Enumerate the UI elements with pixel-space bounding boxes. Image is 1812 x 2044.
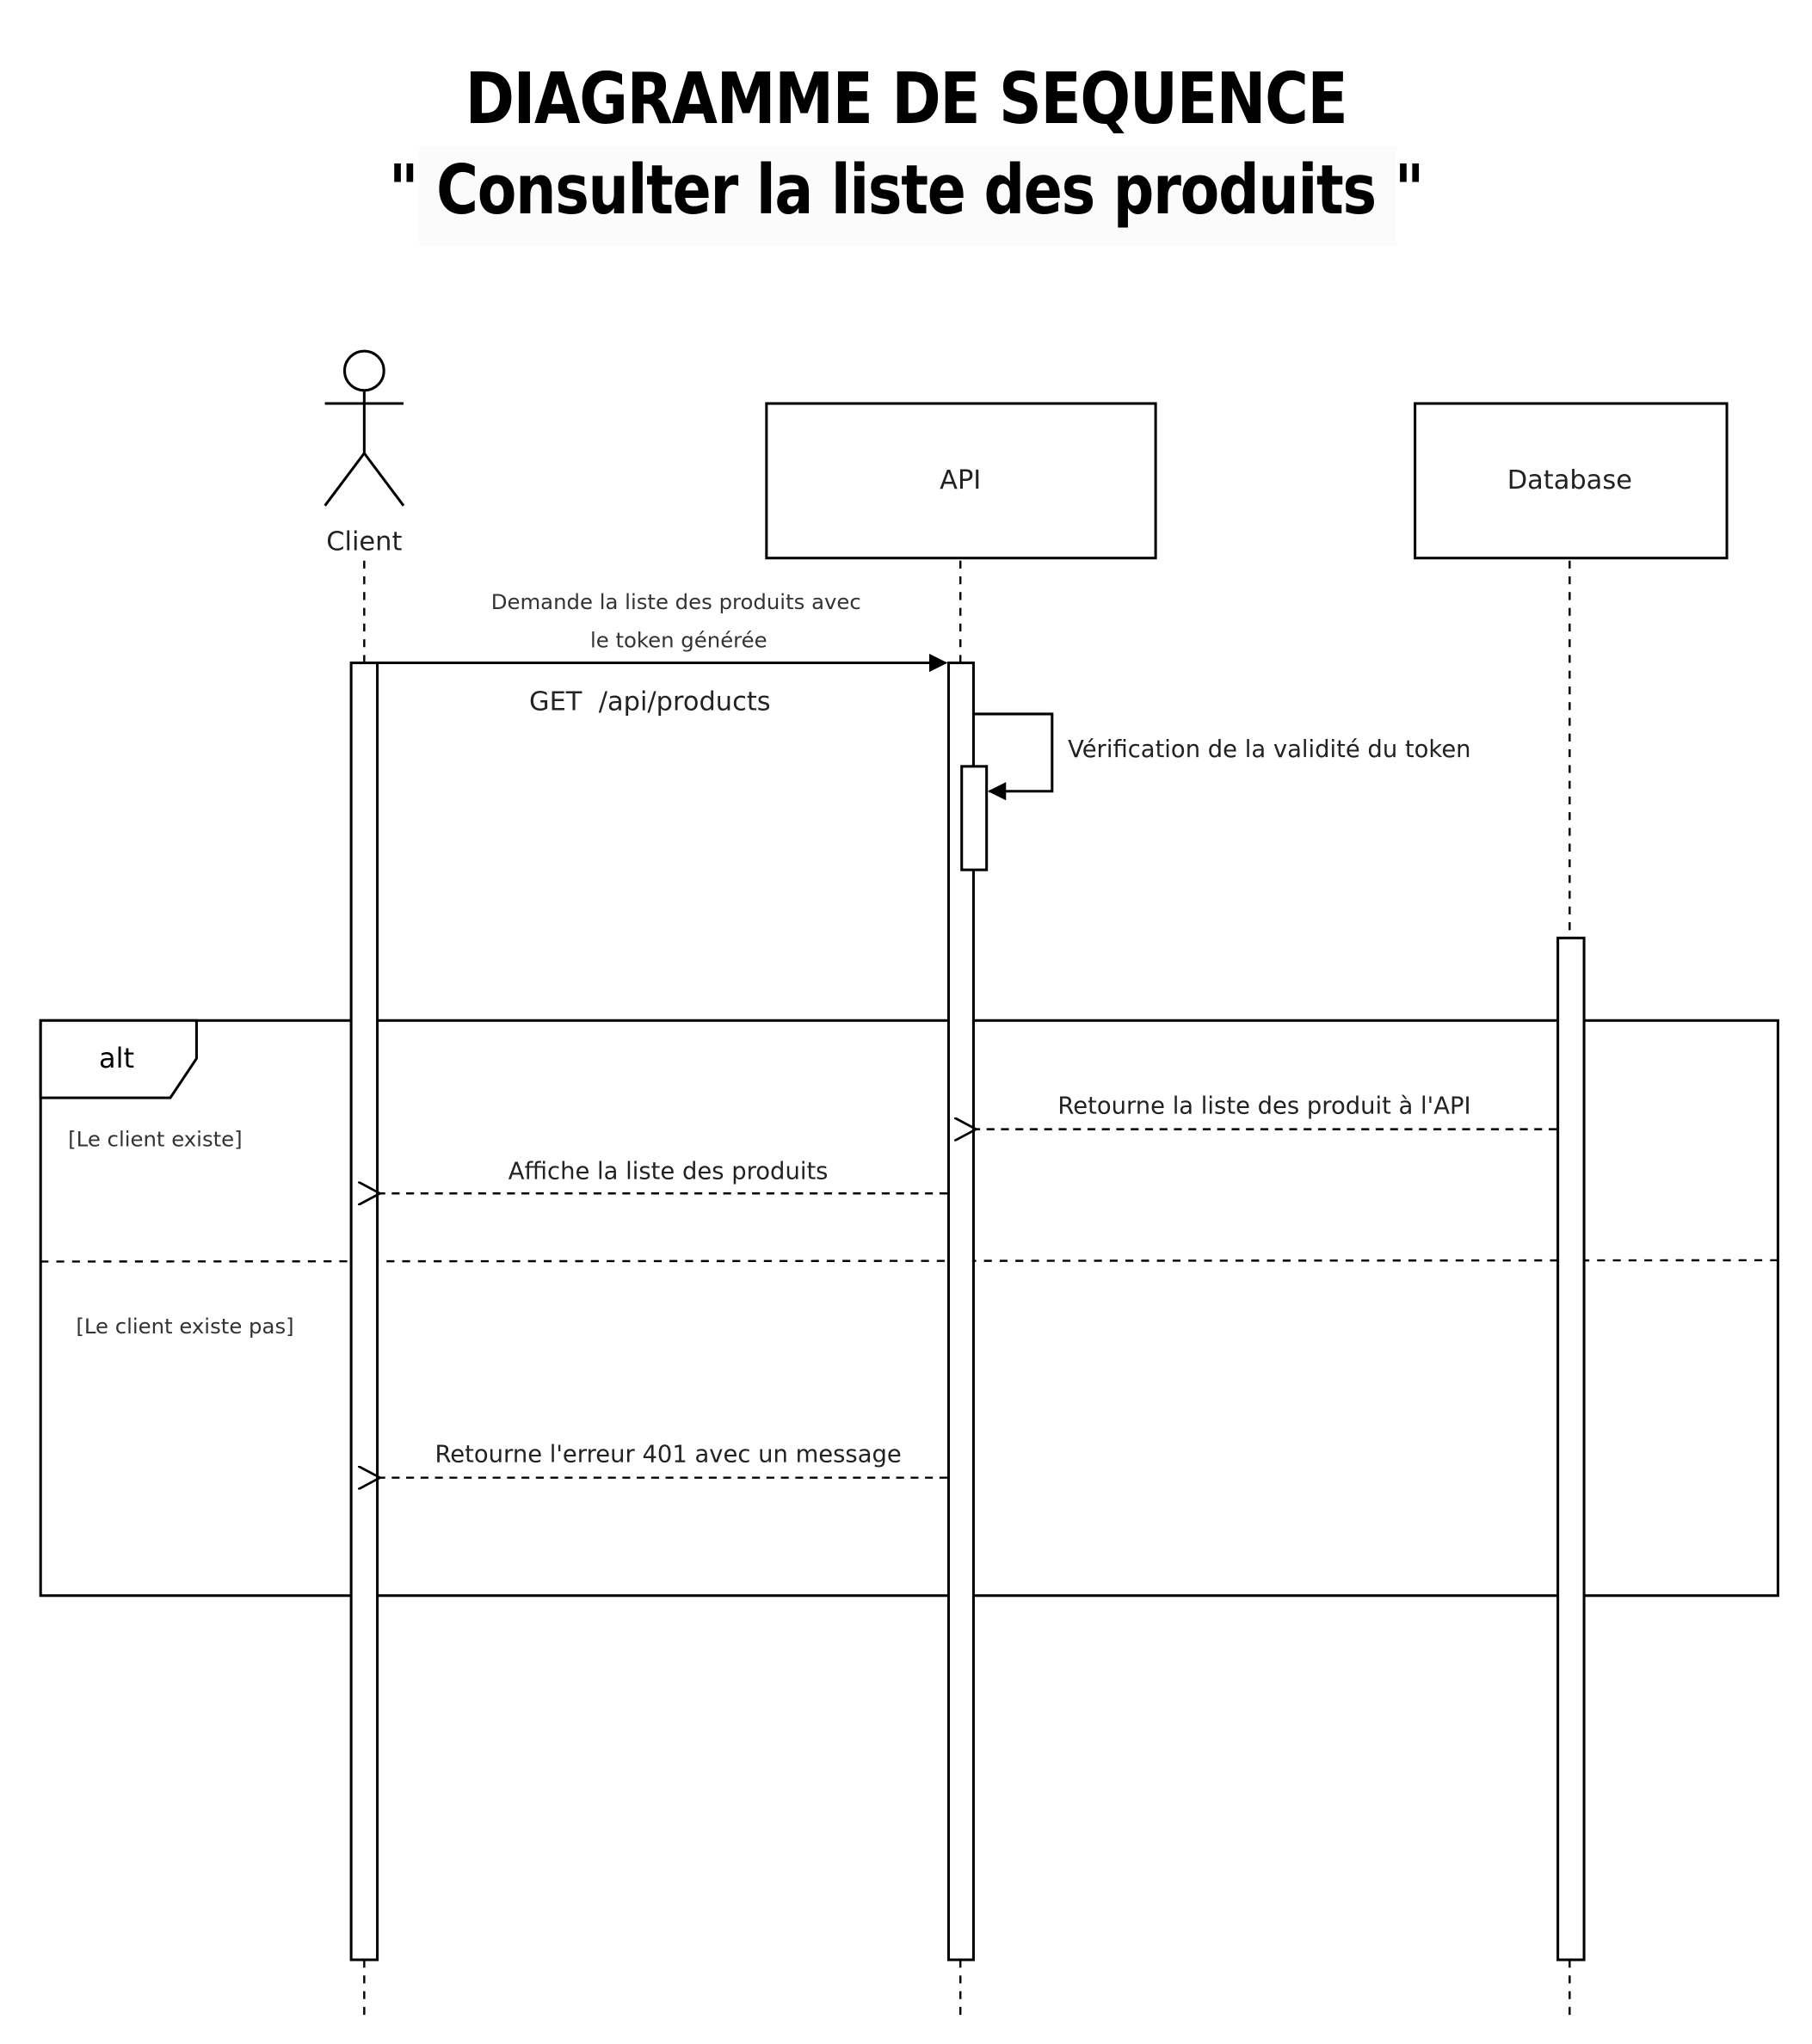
client-activation-bar — [349, 662, 379, 1961]
participant-database-box — [1414, 402, 1729, 560]
participant-api-label: API — [940, 465, 981, 496]
alt-fragment-label: alt — [99, 1042, 134, 1074]
title-highlight — [419, 146, 1397, 247]
alt-fragment-divider — [40, 1259, 1778, 1263]
display-products-message-label: Affiche la liste des produits — [508, 1159, 829, 1185]
self-check-message-label: Vérification de la validité du token — [1068, 736, 1470, 763]
self-check-message-arrow — [973, 712, 1054, 801]
error-return-message-label: Retourne l'erreur 401 avec un message — [435, 1441, 902, 1468]
alt-fragment-tab — [39, 1019, 198, 1099]
participant-api-box — [765, 402, 1157, 560]
request-endpoint-label: GET /api/products — [529, 686, 771, 717]
alt-fragment — [39, 1019, 1779, 1598]
participant-database-label: Database — [1507, 465, 1632, 496]
database-activation-bar — [1556, 936, 1586, 1961]
alt-guard-client-not-exists: [Le client existe pas] — [76, 1314, 293, 1339]
diagram-title: DIAGRAMME DE SEQUENCE — [465, 58, 1348, 140]
db-return-message-label: Retourne la liste des produit à l'API — [1057, 1093, 1470, 1119]
request-message-label-line1: Demande la liste des produits avec — [491, 589, 861, 614]
alt-guard-client-exists: [Le client existe] — [68, 1126, 243, 1151]
request-message-label-line2: le token générée — [590, 627, 767, 652]
client-actor-icon — [324, 349, 405, 507]
participant-client-label: Client — [326, 527, 402, 557]
api-nested-activation-bar — [960, 765, 989, 871]
api-activation-bar — [946, 662, 975, 1961]
diagram-subtitle: " Consulter la liste des produits " — [388, 151, 1424, 231]
